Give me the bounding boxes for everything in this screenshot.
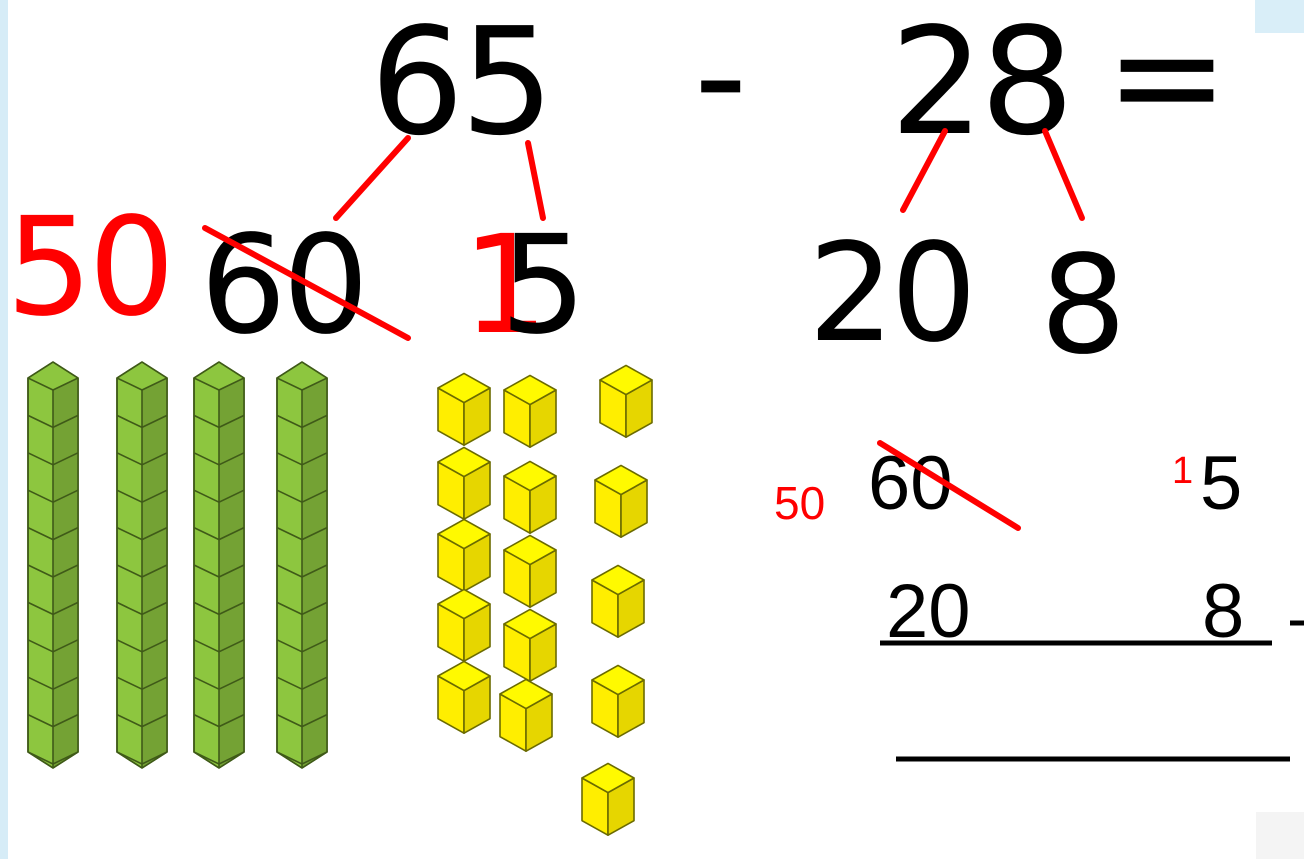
minuend-65: 65 — [370, 0, 554, 168]
subtrahend-tens-20: 20 — [808, 215, 977, 373]
tens-rod — [27, 361, 79, 769]
left-edge-strip — [0, 0, 8, 859]
unit-cube — [503, 534, 557, 608]
column-ones-5: 5 — [1200, 441, 1243, 526]
tens-rod — [193, 361, 245, 769]
unit-cube — [591, 664, 645, 738]
unit-cube — [503, 460, 557, 534]
ones-5: 5 — [500, 207, 587, 365]
tens-rod — [116, 361, 168, 769]
subtrahend-ones-8: 8 — [1040, 227, 1127, 385]
equals-sign: = — [1105, 0, 1229, 162]
unit-cube — [594, 464, 648, 538]
tens-rod — [276, 361, 328, 769]
unit-cube — [437, 446, 491, 520]
partition-line — [900, 128, 948, 213]
partition-line — [1042, 128, 1085, 221]
unit-cube — [499, 678, 553, 752]
regrouped-ones-prefix-1: 1 — [462, 207, 549, 365]
column-ones-prefix-1: 1 — [1172, 450, 1194, 492]
corner-panel-bottom — [1256, 812, 1304, 859]
minus-sign: - — [694, 0, 747, 162]
column-tens-20: 20 — [886, 569, 971, 654]
unit-cube — [599, 364, 653, 438]
corner-panel — [1255, 0, 1304, 33]
unit-cube — [503, 608, 557, 682]
unit-cube — [437, 588, 491, 662]
column-ones-8: 8 — [1202, 569, 1245, 654]
partition-line — [333, 135, 411, 221]
unit-cube — [437, 518, 491, 592]
unit-cube — [437, 372, 491, 446]
unit-cube — [591, 564, 645, 638]
partition-line — [525, 140, 546, 221]
unit-cube — [437, 660, 491, 734]
unit-cube — [581, 762, 635, 836]
column-regrouped-tens-50: 50 — [774, 477, 826, 529]
strike-line — [202, 225, 411, 341]
strike-line — [877, 440, 1021, 531]
regrouped-tens-50: 50 — [6, 189, 175, 347]
unit-cube — [503, 374, 557, 448]
